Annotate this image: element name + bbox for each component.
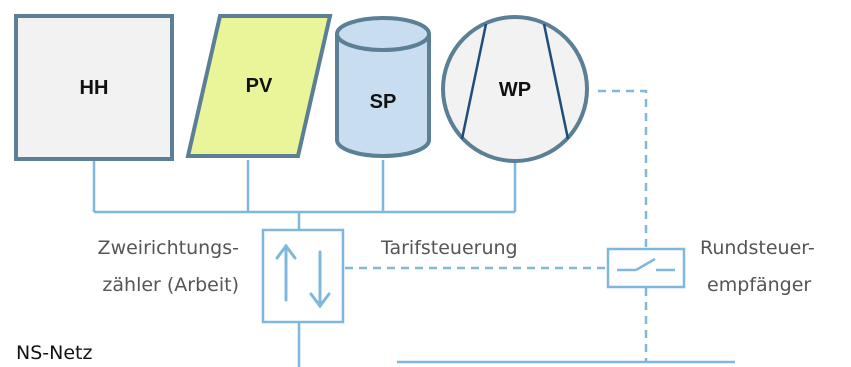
wp-block: WP bbox=[441, 15, 589, 163]
switch-icon bbox=[617, 257, 675, 272]
grid-label: NS-Netz bbox=[16, 342, 92, 364]
meter-label-line1: Zweirichtungs- bbox=[98, 237, 239, 259]
meter-block bbox=[261, 228, 345, 324]
sp-block: SP bbox=[335, 16, 431, 158]
sp-label: SP bbox=[370, 91, 397, 113]
receiver-label-line1: Rundsteuer- bbox=[700, 237, 815, 259]
hh-box bbox=[14, 14, 174, 161]
meter-label-line2: zähler (Arbeit) bbox=[102, 274, 239, 296]
receiver-label-line2: empfänger bbox=[707, 274, 811, 296]
hh-block: HH bbox=[14, 14, 174, 161]
tariff-label: Tarifsteuerung bbox=[380, 237, 518, 259]
receiver-block bbox=[606, 247, 686, 289]
sp-cylinder-body bbox=[335, 34, 431, 158]
wp-control-line bbox=[598, 89, 648, 249]
meter-box bbox=[261, 228, 345, 324]
receiver-box bbox=[606, 247, 686, 289]
pv-parallelogram bbox=[185, 14, 333, 158]
up-arrow-icon bbox=[275, 243, 297, 302]
bus-lines bbox=[92, 160, 517, 367]
sp-cylinder-top bbox=[335, 16, 431, 52]
down-arrow-icon bbox=[309, 250, 331, 309]
hh-label: HH bbox=[80, 77, 109, 99]
pv-block: PV bbox=[185, 14, 333, 158]
wp-right-line bbox=[542, 23, 570, 140]
wp-label: WP bbox=[499, 79, 531, 101]
pv-label: PV bbox=[246, 75, 273, 97]
control-lines bbox=[345, 89, 648, 362]
wp-left-line bbox=[460, 23, 488, 140]
